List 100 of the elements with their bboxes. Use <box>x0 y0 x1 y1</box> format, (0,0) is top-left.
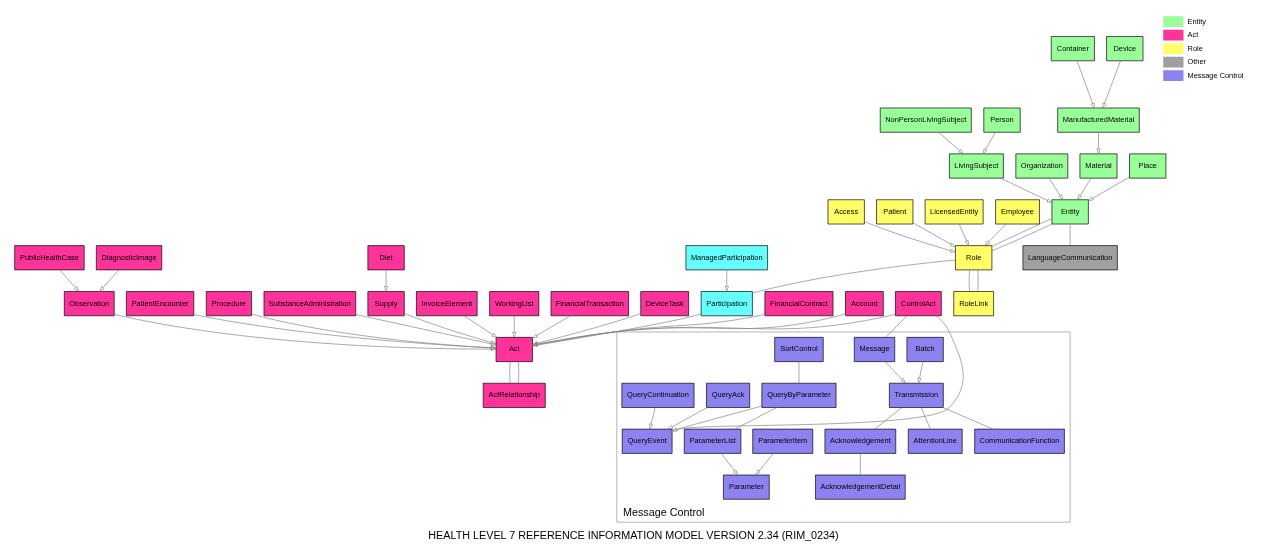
arrow <box>982 132 996 154</box>
node-box: WorkingList <box>488 291 539 317</box>
arrow <box>59 269 79 292</box>
connector <box>859 453 861 476</box>
node-box: Message <box>853 337 895 362</box>
arrow <box>648 407 655 430</box>
node-box: Place <box>1128 153 1166 179</box>
node-box: LivingSubject <box>948 153 1004 179</box>
connector <box>671 315 964 431</box>
legend-label: Role <box>1187 43 1203 53</box>
arrow <box>98 269 119 292</box>
arrow <box>863 221 956 253</box>
connector <box>885 315 907 338</box>
node-box: FinancialContract <box>764 291 833 317</box>
legend-label: Act <box>1187 30 1198 40</box>
node-box: ManagedParticipation <box>685 245 768 271</box>
node-box: CommunicationFunction <box>973 428 1065 454</box>
node-box: Patient <box>875 199 913 225</box>
arrow <box>999 177 1052 203</box>
node-box: Role <box>954 245 992 271</box>
node-box: Diet <box>367 245 405 271</box>
legend-label: Other <box>1187 57 1206 67</box>
node-box: ActRelationship <box>482 382 546 408</box>
node-box: RoleLink <box>952 291 994 317</box>
node-box: ParameterItem <box>751 428 813 454</box>
connector <box>751 259 956 294</box>
node-box: Organization <box>1015 153 1068 179</box>
connector <box>991 223 1052 252</box>
diagram-title: HEALTH LEVEL 7 REFERENCE INFORMATION MODEL VERSION 2.34 (RIM_0234) <box>427 528 839 541</box>
arrow <box>531 313 641 346</box>
arrow <box>938 132 963 155</box>
node-box: QueryAck <box>705 382 750 408</box>
node-box: PatientEncounter <box>125 291 194 317</box>
arrow <box>1087 176 1130 202</box>
arrow <box>755 453 774 476</box>
node-box: Access <box>827 199 865 225</box>
arrow <box>531 315 570 339</box>
node-box: NonPersonLivingSubject <box>879 107 972 133</box>
node-box: Participation <box>700 291 753 317</box>
arrow <box>917 361 923 384</box>
node-box: Batch <box>906 337 944 362</box>
arrow <box>403 313 496 345</box>
node-box: Account <box>844 291 884 317</box>
node-box: Device <box>1105 36 1143 62</box>
arrow <box>511 315 516 338</box>
node-box: Parameter <box>722 474 770 500</box>
arrow <box>1076 178 1091 200</box>
connector <box>508 361 511 384</box>
node-box: DeviceTask <box>639 291 689 317</box>
arrow <box>354 314 496 346</box>
node-box: Acknowledgement <box>824 428 896 454</box>
node-box: Container <box>1050 36 1095 62</box>
arrow <box>1096 132 1100 154</box>
arrow <box>720 453 738 476</box>
node-box: Employee <box>994 199 1040 225</box>
node-box: ManufacturedMaterial <box>1056 107 1140 133</box>
node-box: Observation <box>63 291 115 317</box>
arrow <box>884 361 906 384</box>
node-box: ControlAct <box>894 291 942 317</box>
node-box: Supply <box>367 291 405 317</box>
arrow <box>1076 60 1095 109</box>
node-box: Person <box>982 107 1021 133</box>
connector <box>976 269 979 292</box>
node-box: QueryByParameter <box>761 382 836 408</box>
arrow <box>724 269 729 292</box>
arrow <box>958 223 969 246</box>
node-box: QueryContinuation <box>621 382 694 408</box>
arrow <box>1048 178 1063 200</box>
node-box: Transmission <box>888 382 944 408</box>
node-box: LanguageCommunication <box>1022 245 1118 271</box>
node-box: PublicHealthCase <box>13 245 85 271</box>
node-box: SortControl <box>773 337 824 362</box>
connector <box>734 407 777 430</box>
node-box: Material <box>1079 153 1117 179</box>
connector <box>968 269 970 292</box>
node-box: Act <box>495 337 533 362</box>
arrow <box>531 314 765 347</box>
connector <box>942 407 993 430</box>
arrow <box>671 405 762 432</box>
connector <box>920 407 931 430</box>
connector <box>1069 223 1070 246</box>
node-box: QueryEvent <box>621 428 672 454</box>
arrow <box>912 222 956 247</box>
arrow <box>1102 60 1121 109</box>
connector <box>991 218 1052 247</box>
arrow <box>463 315 497 338</box>
node-box: SubstanceAdministration <box>263 291 356 317</box>
legend-label: Message Control <box>1187 70 1244 80</box>
arrow <box>383 269 388 292</box>
arrow <box>667 407 707 430</box>
node-box: Procedure <box>205 291 252 317</box>
node-box: InvoiceElement <box>415 291 477 317</box>
connector <box>874 407 902 430</box>
connector <box>531 313 701 347</box>
legend-label: Entity <box>1187 16 1206 26</box>
node-box: LicensedEntity <box>924 199 983 225</box>
node-box: FinancialTransaction <box>550 291 629 317</box>
connector <box>798 361 799 384</box>
connector <box>517 361 519 384</box>
node-box: Entity <box>1051 199 1089 225</box>
